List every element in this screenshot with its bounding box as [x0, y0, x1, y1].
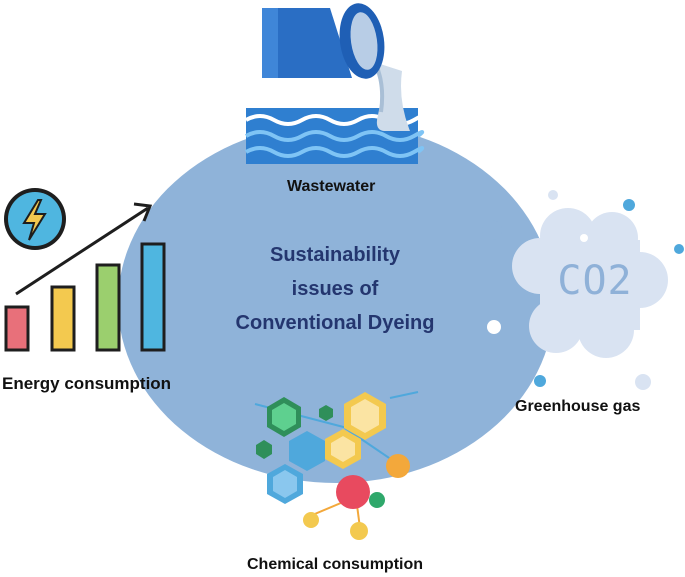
chemical-consumption-label: Chemical consumption — [247, 556, 424, 573]
energy-consumption-label: Energy consumption — [2, 374, 172, 393]
center-title-line-1: Sustainability — [269, 244, 401, 266]
co2-cloud-icon — [482, 190, 684, 390]
wastewater-label: Wastewater — [287, 178, 376, 195]
molecule-hexagons-icon — [254, 391, 419, 540]
energy-bar-chart-icon — [4, 188, 166, 352]
center-title-line-2: issues of — [291, 278, 379, 300]
center-title: Sustainability issues of Conventional Dy… — [205, 238, 465, 340]
co2-cloud-text: CO2 — [557, 258, 633, 304]
center-title-line-3: Conventional Dyeing — [235, 312, 435, 334]
greenhouse-gas-label: Greenhouse gas — [515, 398, 641, 415]
central-ellipse — [118, 123, 554, 483]
water-pipe-icon — [245, 3, 425, 164]
